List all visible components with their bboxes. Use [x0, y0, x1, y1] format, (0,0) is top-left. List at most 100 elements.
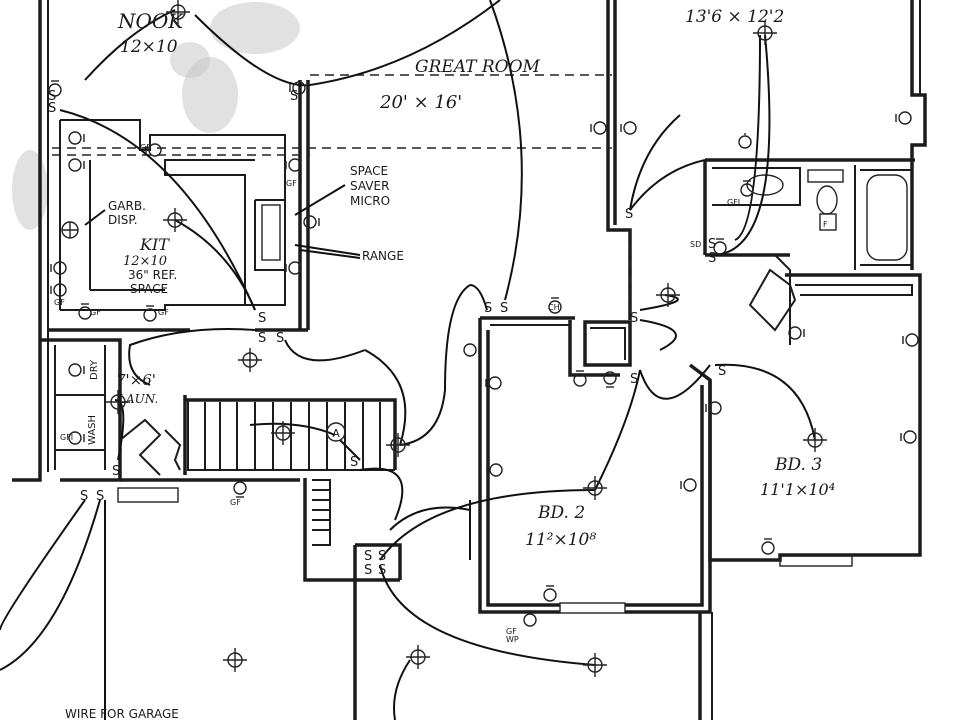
svg-text:S: S: [48, 89, 56, 104]
light-fixture-icon: [406, 645, 430, 669]
receptacle-icon: [548, 297, 562, 314]
receptacle-icon: [761, 538, 775, 555]
bedroom3-name: BD. 3: [774, 455, 822, 475]
svg-text:WP: WP: [506, 635, 519, 644]
receptacle-icon: [68, 363, 85, 377]
space-saver-line3: MICRO: [350, 194, 390, 208]
receptacle-icon: [285, 158, 302, 172]
svg-text:S: S: [378, 549, 386, 564]
garb-line2: DISP.: [108, 213, 138, 227]
ref-line1: 36" REF.: [128, 268, 177, 282]
receptacle-icon: [705, 401, 722, 415]
note-leaders: [84, 209, 361, 259]
receptacle-icon: [61, 221, 79, 239]
receptacle-icon: [303, 215, 320, 229]
receptacle-icon: [50, 283, 67, 297]
svg-text:S: S: [80, 489, 88, 504]
receptacle-icon: [50, 261, 67, 275]
receptacle-icon: [289, 81, 309, 95]
space-saver-line1: SPACE: [350, 164, 388, 178]
svg-text:S: S: [500, 301, 508, 316]
stair-treads: [204, 402, 381, 470]
svg-text:GF: GF: [90, 308, 101, 317]
laundry-size: 7'×6': [116, 371, 156, 389]
garb-line1: GARB.: [108, 199, 146, 213]
light-fixture-icon: [163, 208, 187, 232]
nook-size: 12×10: [120, 37, 178, 57]
receptacle-icon: [285, 261, 302, 275]
receptacle-icon: [900, 430, 917, 444]
svg-text:S: S: [350, 455, 358, 470]
space-saver-line2: SAVER: [350, 179, 389, 193]
receptacle-icon: [895, 111, 912, 125]
light-fixture-icon: [583, 476, 607, 500]
receptacle-icon: [620, 121, 637, 135]
svg-text:GF: GF: [158, 308, 169, 317]
receptacle-icon: [68, 431, 85, 445]
wire-garage-note: WIRE FOR GARAGE: [65, 707, 179, 720]
svg-text:CH: CH: [548, 303, 560, 312]
svg-text:GF: GF: [230, 498, 241, 507]
svg-text:S: S: [378, 563, 386, 578]
svg-text:S: S: [276, 331, 284, 346]
receptacle-icon: [680, 478, 697, 492]
great-room-size: 20' × 16': [379, 92, 462, 113]
receptacle-icon: [68, 158, 85, 172]
ref-line2: SPACE: [130, 282, 168, 296]
nook-name: NOOK: [117, 9, 184, 33]
light-fixture-icon: [166, 0, 190, 24]
kitchen-size: 12×10: [123, 254, 167, 269]
svg-text:S: S: [630, 372, 638, 387]
svg-text:F: F: [823, 220, 828, 229]
receptacle-icon: [485, 376, 502, 390]
light-fixture-icon: [656, 283, 680, 307]
svg-text:S: S: [630, 311, 638, 326]
dry-label: DRY: [89, 359, 100, 380]
device-codes: GF GF GF GF GF GFI GF GFI GF WP CH SD F: [54, 143, 828, 644]
walls: [12, 0, 927, 720]
bedroom2-size: 11²×10⁸: [525, 530, 596, 550]
svg-text:S: S: [484, 301, 492, 316]
svg-text:S: S: [718, 364, 726, 379]
laundry-name: LAUN.: [117, 392, 158, 406]
svg-text:S: S: [625, 207, 633, 222]
switches: S S S S S S S S S S S S S S S S S S S S …: [48, 89, 726, 578]
svg-text:S: S: [364, 549, 372, 564]
great-room-name: GREAT ROOM: [415, 57, 541, 77]
receptacle-icon: [463, 343, 480, 357]
wash-label: WASH: [87, 415, 98, 445]
svg-text:GF: GF: [286, 179, 297, 188]
light-fixture-icon: [583, 653, 607, 677]
svg-text:S: S: [96, 489, 104, 504]
room-labels: NOOK 12×10 13'6 × 12'2 GREAT ROOM 20' × …: [116, 7, 835, 550]
receptacle-icon: [603, 371, 617, 388]
light-fixture-icon: [271, 421, 295, 445]
receptacle-icon: [788, 326, 805, 340]
svg-text:S: S: [708, 251, 716, 266]
annotations: SPACE SAVER MICRO RANGE GARB. DISP. 36" …: [65, 164, 404, 720]
svg-text:GF: GF: [506, 627, 517, 636]
svg-text:GF: GF: [140, 143, 151, 152]
bedroom3-size: 11'1×10⁴: [760, 480, 835, 499]
svg-text:S: S: [364, 563, 372, 578]
receptacle-icon: [902, 333, 919, 347]
light-fixture-icon: [106, 390, 130, 414]
receptacle-icon: [78, 303, 92, 320]
light-fixture-icon: [238, 348, 262, 372]
svg-text:S: S: [290, 89, 298, 104]
svg-text:S: S: [258, 311, 266, 326]
light-fixture-icon: [386, 433, 410, 457]
receptacle-icon: [590, 121, 607, 135]
receptacle-icon: [740, 180, 754, 197]
light-fixture-icon: [803, 428, 827, 452]
svg-text:S: S: [708, 237, 716, 252]
light-fixture-icon: [223, 648, 247, 672]
ceiling-fixtures: A: [106, 0, 827, 677]
wiring-runs: [0, 0, 816, 720]
receptacle-icon: [48, 80, 62, 97]
svg-text:GF: GF: [54, 298, 65, 307]
svg-text:S: S: [258, 331, 266, 346]
svg-text:GFI: GFI: [60, 433, 73, 442]
receptacle-icon: [145, 143, 162, 157]
